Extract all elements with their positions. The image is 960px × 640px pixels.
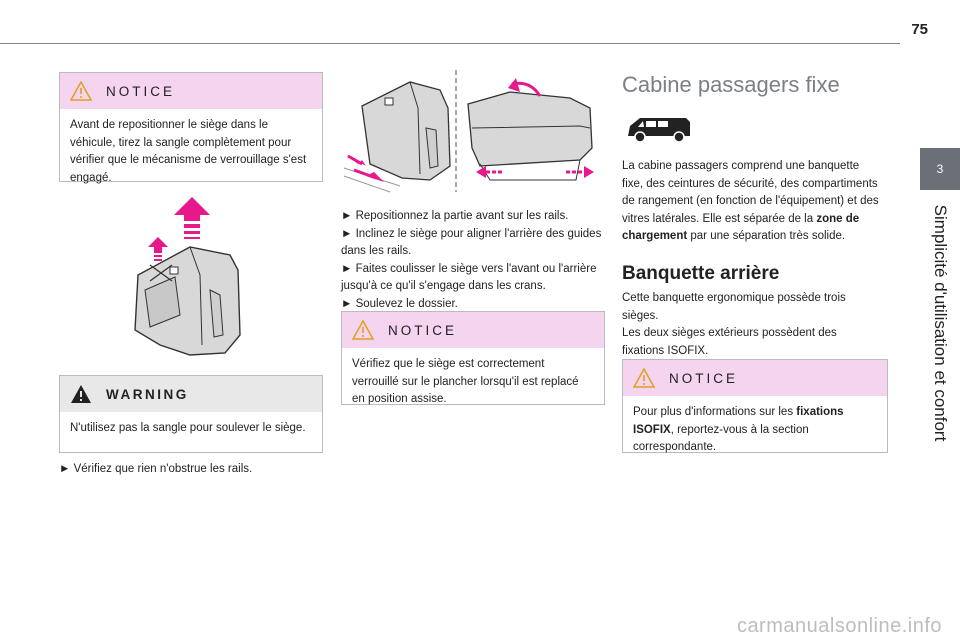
step-4: ► Soulevez le dossier. xyxy=(341,297,458,310)
cabin-description: La cabine passagers comprend une banquet… xyxy=(622,158,880,246)
notice-box-1: NOTICE Avant de repositionner le siège d… xyxy=(59,72,323,184)
cabin-text-b: par une séparation très solide. xyxy=(687,230,846,242)
notice-text: Avant de repositionner le siège dans le … xyxy=(70,119,307,184)
section-heading: Cabine passagers fixe xyxy=(622,72,840,97)
van-icon xyxy=(628,118,690,143)
notice-text: Vérifiez que le siège est correctement v… xyxy=(352,358,579,405)
step-2: ► Inclinez le siège pour aligner l'arriè… xyxy=(341,227,602,258)
bench-text-1: Cette banquette ergonomique possède troi… xyxy=(622,292,846,322)
slide-arrow-icon xyxy=(346,154,384,182)
step-3: ► Faites coulisser le siège vers l'avant… xyxy=(341,262,597,293)
notice-title: NOTICE xyxy=(388,322,458,338)
chapter-title-text: Simplicité d'utilisation et confort xyxy=(931,204,950,442)
tilt-arrow-icon xyxy=(508,78,542,97)
bench-text-2: Les deux sièges extérieurs possèdent des… xyxy=(622,327,837,357)
notice-title: NOTICE xyxy=(106,83,176,99)
notice-text-a: Pour plus d'informations sur les xyxy=(633,406,797,418)
top-rule xyxy=(0,43,900,44)
bench-description: Cette banquette ergonomique possède troi… xyxy=(622,290,880,360)
chapter-tab[interactable]: 3 xyxy=(920,148,960,190)
warning-text: N'utilisez pas la sangle pour soulever l… xyxy=(70,422,306,434)
warning-header: WARNING xyxy=(60,376,322,412)
seat-lift-illustration xyxy=(134,197,241,356)
warning-box: WARNING N'utilisez pas la sangle pour so… xyxy=(59,375,323,453)
subsection-heading: Banquette arrière xyxy=(622,263,780,284)
lift-arrow-icon xyxy=(174,197,210,239)
bullet-check-rails: ► Vérifiez que rien n'obstrue les rails. xyxy=(59,463,253,475)
notice-box-2: NOTICE Vérifiez que le siège est correct… xyxy=(341,311,605,405)
notice-header: NOTICE xyxy=(342,312,604,348)
watermark: carmanualsonline.info xyxy=(736,615,942,637)
notice-header: NOTICE xyxy=(623,360,887,396)
chapter-title: Simplicité d'utilisation et confort xyxy=(922,198,958,448)
warning-icon xyxy=(71,385,91,403)
page-number: 75 xyxy=(911,21,928,38)
notice-warning-icon xyxy=(70,81,92,101)
notice-warning-icon xyxy=(633,368,655,388)
notice-header: NOTICE xyxy=(60,73,322,109)
cabin-text-a: La cabine passagers comprend une banquet… xyxy=(622,160,879,225)
notice-warning-icon xyxy=(352,320,374,340)
notice-title: NOTICE xyxy=(669,370,739,386)
notice-text-b: , reportez-vous à la section corresponda… xyxy=(633,423,809,454)
isofix-term: fixations ISOFIX xyxy=(633,406,844,436)
reposition-steps: ► Repositionnez la partie avant sur les … xyxy=(341,208,603,313)
step-1: ► Repositionnez la partie avant sur les … xyxy=(341,210,569,222)
warning-title: WARNING xyxy=(106,386,189,402)
notice-text: Pour plus d'informations sur les fixatio… xyxy=(623,396,887,465)
cargo-zone-term: zone de chargement xyxy=(622,212,860,243)
seat-reposition-illustration xyxy=(343,70,594,193)
small-lift-arrow-icon xyxy=(148,237,168,261)
notice-box-3: NOTICE Pour plus d'informations sur les … xyxy=(622,359,888,453)
horizontal-arrow-icon xyxy=(476,166,594,178)
